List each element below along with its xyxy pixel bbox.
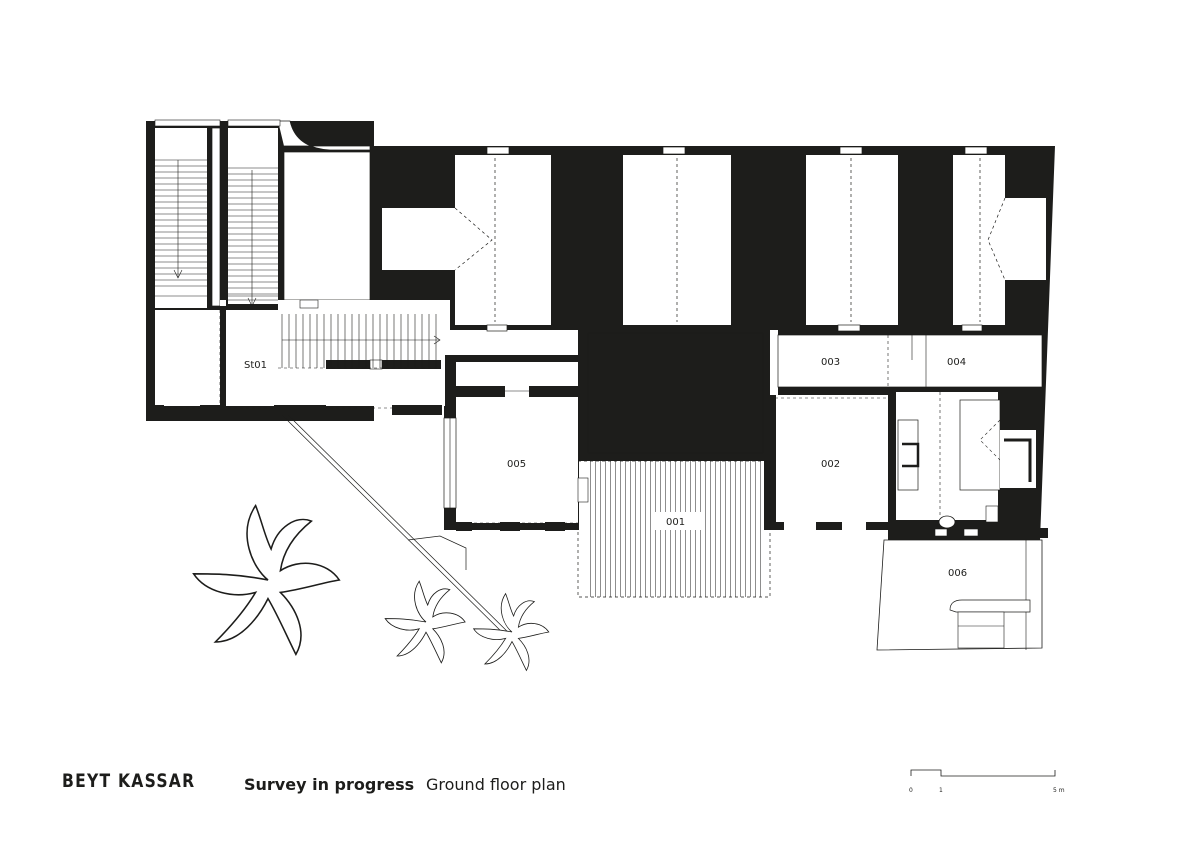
scale-label-0: 0 <box>909 787 913 794</box>
room-label-006: 006 <box>948 568 967 579</box>
corridor-003-004 <box>777 334 1043 388</box>
room-006 <box>876 539 1043 651</box>
project-name: BEYT KASSAR <box>62 770 196 792</box>
north-windows <box>486 146 988 332</box>
exterior-ramp <box>281 414 517 641</box>
tree-icon-large <box>192 503 341 657</box>
tree-icon-small-2 <box>472 592 550 672</box>
stair-treads <box>155 159 441 368</box>
st01-outline <box>219 310 440 405</box>
room-004-lower <box>896 392 1036 529</box>
room-001 <box>577 460 771 598</box>
tree-icon-small-1 <box>384 580 466 664</box>
room-label-001: 001 <box>666 517 685 528</box>
room-005 <box>443 355 589 531</box>
courtyard-void-hatched <box>578 326 770 461</box>
room-label-003: 003 <box>821 357 840 368</box>
room-label-004: 004 <box>947 357 966 368</box>
room-002-south-wall <box>764 465 890 530</box>
drawing-title: Ground floor plan <box>426 775 566 794</box>
vaulted-rooms <box>382 155 1046 325</box>
room-002 <box>775 397 886 523</box>
room-label-005: 005 <box>507 459 526 470</box>
vault-ridge-lines <box>454 158 1006 322</box>
scale-bar: 0 1 5 m <box>909 769 1065 794</box>
scale-label-5: 5 m <box>1053 787 1065 794</box>
room-004-south-windows <box>934 528 979 537</box>
room-label-st01: St01 <box>244 360 267 371</box>
room-label-002: 002 <box>821 459 840 470</box>
survey-status: Survey in progress <box>244 775 415 794</box>
scale-label-1: 1 <box>939 787 943 794</box>
wall-001-east <box>764 395 776 467</box>
